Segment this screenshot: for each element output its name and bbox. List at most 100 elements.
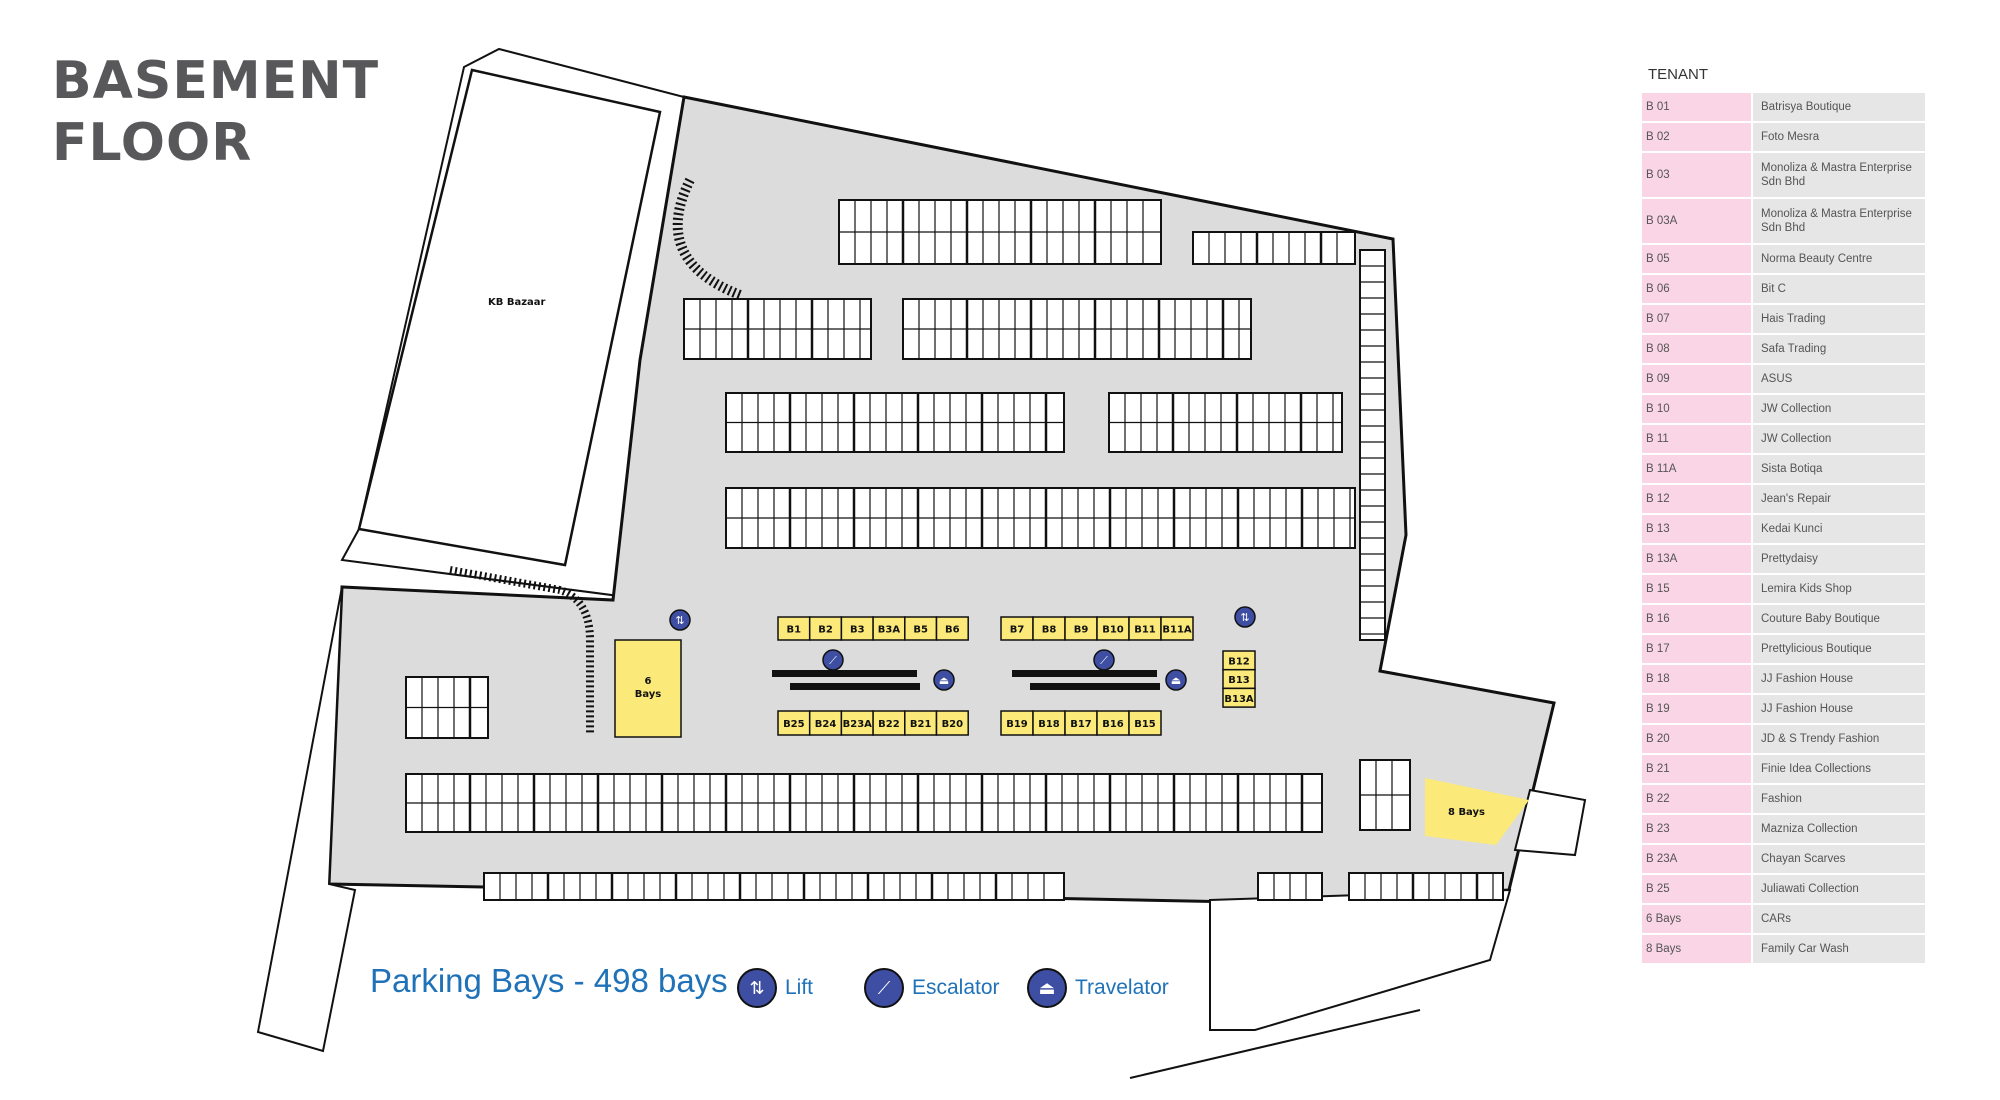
tenant-name: Kedai Kunci — [1753, 515, 1925, 543]
shop-unit-b24[interactable]: B24 — [808, 710, 843, 736]
tenant-name: JW Collection — [1753, 395, 1925, 423]
eight-bays-area[interactable] — [1425, 778, 1529, 845]
shop-label: B9 — [1074, 625, 1089, 636]
shop-label: B13 — [1228, 675, 1250, 686]
tenant-code: B 13A — [1642, 545, 1751, 573]
tenant-name: JJ Fashion House — [1753, 665, 1925, 693]
svg-text:⟋: ⟋ — [1100, 655, 1108, 667]
parking-bay-row — [1359, 249, 1386, 641]
shop-unit-b18[interactable]: B18 — [1032, 710, 1066, 736]
tenant-code: B 09 — [1642, 365, 1751, 393]
shop-label: B10 — [1102, 625, 1124, 636]
shop-label: B13A — [1224, 694, 1254, 705]
shop-unit-b3[interactable]: B3 — [840, 616, 874, 641]
shop-unit-b19[interactable]: B19 — [1000, 710, 1034, 736]
shop-unit-b7[interactable]: B7 — [1000, 616, 1034, 641]
tenant-code: B 23A — [1642, 845, 1751, 873]
escalator-icon: ⟋ — [864, 968, 904, 1008]
shop-unit-b6[interactable]: B6 — [935, 616, 969, 641]
parking-bay-row — [838, 199, 1162, 265]
legend-escalator: ⟋ Escalator — [864, 968, 1000, 1008]
parking-bay-row — [1108, 392, 1343, 453]
shop-unit-b12[interactable]: B12 — [1222, 650, 1256, 671]
shop-label: B20 — [942, 719, 964, 730]
tenant-code: B 03 — [1642, 153, 1751, 197]
svg-text:⇅: ⇅ — [675, 615, 684, 627]
parking-bay-row — [902, 298, 1252, 360]
shop-label: B1 — [787, 625, 802, 636]
parking-bay-row — [725, 487, 1356, 549]
shop-unit-b25[interactable]: B25 — [777, 710, 811, 736]
tenant-code: B 11A — [1642, 455, 1751, 483]
shop-label: B6 — [945, 625, 960, 636]
shop-unit-b5[interactable]: B5 — [904, 616, 938, 641]
shop-unit-b9[interactable]: B9 — [1064, 616, 1098, 641]
tenant-name: Couture Baby Boutique — [1753, 605, 1925, 633]
travelator-track — [772, 670, 917, 677]
tenant-code: B 21 — [1642, 755, 1751, 783]
shop-unit-b17[interactable]: B17 — [1064, 710, 1098, 736]
map-icons: ⇅⇅⟋⟋⏏⏏ — [669, 606, 1256, 691]
svg-text:⏏: ⏏ — [1171, 675, 1181, 687]
kb-bazaar-unit[interactable] — [357, 68, 662, 567]
tenant-code: B 23 — [1642, 815, 1751, 843]
six-bays-area[interactable] — [614, 639, 682, 738]
travelator-icon: ⏏ — [933, 669, 955, 691]
tenant-code: B 13 — [1642, 515, 1751, 543]
tenant-code: B 12 — [1642, 485, 1751, 513]
shop-unit-b22[interactable]: B22 — [872, 710, 906, 736]
shop-unit-b10[interactable]: B10 — [1096, 616, 1130, 641]
tenant-name: ASUS — [1753, 365, 1925, 393]
tenant-name: Prettydaisy — [1753, 545, 1925, 573]
shop-unit-b13a[interactable]: B13A — [1222, 687, 1256, 708]
shop-unit-b2[interactable]: B2 — [808, 616, 843, 641]
shop-unit-b20[interactable]: B20 — [935, 710, 969, 736]
parking-bay-row — [405, 676, 489, 739]
parking-bay-row — [1192, 231, 1356, 265]
parking-bay-row — [483, 872, 1065, 901]
tenant-code: B 06 — [1642, 275, 1751, 303]
six-bays-word: Bays — [635, 689, 662, 700]
shop-unit-b21[interactable]: B21 — [904, 710, 938, 736]
shop-unit-b16[interactable]: B16 — [1096, 710, 1130, 736]
shop-unit-b15[interactable]: B15 — [1128, 710, 1162, 736]
parking-bay-row — [1257, 872, 1323, 901]
shop-unit-b3a[interactable]: B3A — [872, 616, 906, 641]
shop-unit-b23a[interactable]: B23A — [840, 710, 874, 736]
travelator-track — [1030, 683, 1160, 690]
shop-label: B3 — [850, 625, 865, 636]
shop-unit-b13[interactable]: B13 — [1222, 668, 1256, 690]
tenant-name: JJ Fashion House — [1753, 695, 1925, 723]
shop-unit-b11[interactable]: B11 — [1128, 616, 1162, 641]
escalator-icon: ⟋ — [1093, 649, 1115, 671]
six-bays-num: 6 — [645, 676, 652, 687]
shop-label: B22 — [878, 719, 900, 730]
shop-unit-b11a[interactable]: B11A — [1160, 616, 1194, 641]
shop-unit-b1[interactable]: B1 — [777, 616, 811, 641]
parking-bay-row — [725, 392, 1065, 453]
tenant-name: Mazniza Collection — [1753, 815, 1925, 843]
lift-icon: ⇅ — [1234, 606, 1256, 628]
shop-unit-b8[interactable]: B8 — [1032, 616, 1066, 641]
shop-label: B23A — [843, 719, 873, 730]
shop-label: B25 — [783, 719, 805, 730]
tenant-name: JW Collection — [1753, 425, 1925, 453]
tenant-code: B 25 — [1642, 875, 1751, 903]
left-ramp — [256, 586, 357, 1053]
parking-bay-row — [1348, 872, 1504, 901]
title-line-2: FLOOR — [52, 113, 253, 173]
